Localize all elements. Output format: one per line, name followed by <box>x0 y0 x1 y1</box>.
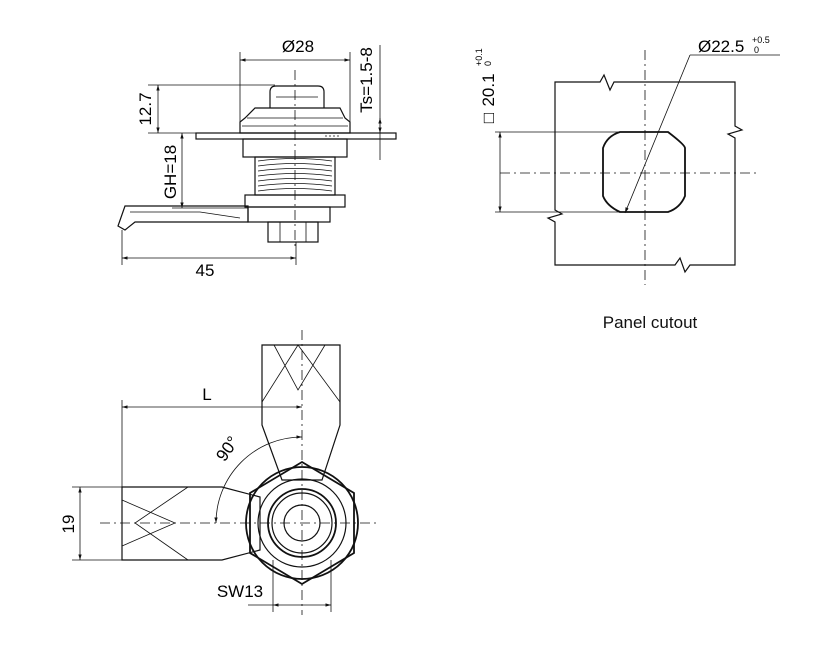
dim-thickness: Ts=1.5-8 <box>357 47 376 113</box>
dim-length: 45 <box>196 261 215 280</box>
bottom-stub <box>267 221 319 243</box>
dim-lever: L <box>202 385 211 404</box>
dim-diameter-tol-upper: +0.5 <box>752 35 770 45</box>
dim-arc-angle <box>214 435 303 524</box>
dim-square: 20.1 <box>479 73 498 106</box>
lever <box>117 205 249 231</box>
dim-square-group: □ 20.1 +0.1 0 <box>474 48 498 123</box>
dim-square-tol-upper: +0.1 <box>474 48 484 66</box>
dim-cutout-diameter: Ø22.5 <box>698 37 744 56</box>
lever-hub <box>247 206 331 223</box>
dim-height: 12.7 <box>136 92 155 125</box>
dim-wrench: SW13 <box>217 582 263 601</box>
leader-diameter <box>624 54 691 214</box>
dim-width: 19 <box>59 515 78 534</box>
cap-knob <box>269 85 325 108</box>
dim-square-symbol: □ <box>479 113 498 123</box>
front-view: L 90° 19 SW13 <box>59 330 380 615</box>
dim-diameter-tol-lower: 0 <box>754 45 759 55</box>
side-view: Ø28 12.7 GH=18 Ts=1.5-8 <box>117 37 397 280</box>
cutout-shape <box>602 131 686 213</box>
dim-grip: GH=18 <box>161 145 180 199</box>
panel-plate <box>195 132 397 140</box>
cutout-caption: Panel cutout <box>603 313 698 332</box>
dim-square-tol-lower: 0 <box>483 61 493 66</box>
lever-vertical <box>261 344 341 481</box>
dim-top-diameter: Ø28 <box>282 37 314 56</box>
dim-angle: 90° <box>212 433 242 465</box>
panel-outline <box>546 73 744 274</box>
cutout-view: □ 20.1 +0.1 0 Ø22.5 +0.5 0 Panel cutout <box>474 35 780 332</box>
lever-horizontal <box>121 486 261 561</box>
